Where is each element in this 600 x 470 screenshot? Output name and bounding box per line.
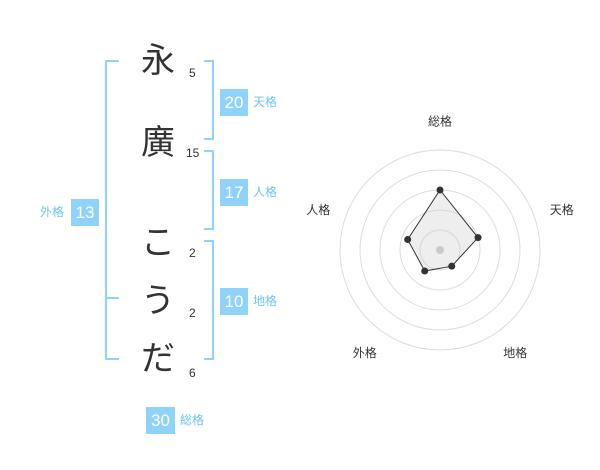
gaikaku-bracket-bottom [105,358,119,360]
gaikaku-label: 外格 [40,205,65,219]
jinkaku-bracket-vertical [212,150,214,230]
tenkaku-bracket-vertical [212,60,214,140]
radar-axis-label-1: 総格 [428,114,452,129]
name-char-2: 廣 [141,123,175,163]
soukaku-score: 30 [146,407,175,434]
radar-axis-label-5: 人格 [306,202,330,217]
radar-point-2 [474,234,482,242]
gaikaku-bracket-top [105,60,119,62]
jinkaku-bracket-top [204,150,214,152]
stroke-count-1: 5 [189,66,196,80]
chikaku-bracket-bottom [204,358,214,360]
stroke-count-5: 6 [189,366,196,380]
radar-point-5 [404,235,412,243]
radar-ring-5 [339,149,541,351]
chikaku-score: 10 [220,288,248,315]
jinkaku-label: 人格 [253,185,278,199]
radar-center-dot [436,246,444,254]
gaikaku-bracket-mid [105,297,119,299]
radar-axis-label-4: 外格 [353,345,377,360]
chikaku-label: 地格 [253,294,278,308]
tenkaku-bracket-top [204,60,214,62]
name-char-4: う [141,281,175,321]
jinkaku-score: 17 [220,179,248,206]
radar-ring-2 [399,209,481,291]
name-char-5: だ [141,339,175,379]
stroke-count-4: 2 [189,306,196,320]
name-char-3: こ [141,223,175,263]
tenkaku-label: 天格 [253,95,278,109]
chikaku-bracket-top [204,240,214,242]
radar-axis-label-3: 地格 [503,345,527,360]
jinkaku-bracket-bottom [204,228,214,230]
soukaku-label: 総格 [180,413,205,427]
radar-ring-4 [359,169,521,331]
radar-point-4 [421,267,429,275]
stroke-count-2: 15 [186,146,200,160]
radar-ring-1 [419,229,461,271]
radar-point-1 [436,186,444,194]
gaikaku-bracket-vertical [105,60,107,360]
radar-point-3 [448,262,456,270]
gaikaku-score: 13 [71,199,99,226]
tenkaku-bracket-bottom [204,138,214,140]
tenkaku-score: 20 [220,89,248,116]
name-char-1: 永 [141,41,175,81]
radar-area [407,189,479,272]
stroke-count-3: 2 [189,246,196,260]
chikaku-bracket-vertical [212,240,214,360]
radar-axis-label-2: 天格 [550,202,574,217]
